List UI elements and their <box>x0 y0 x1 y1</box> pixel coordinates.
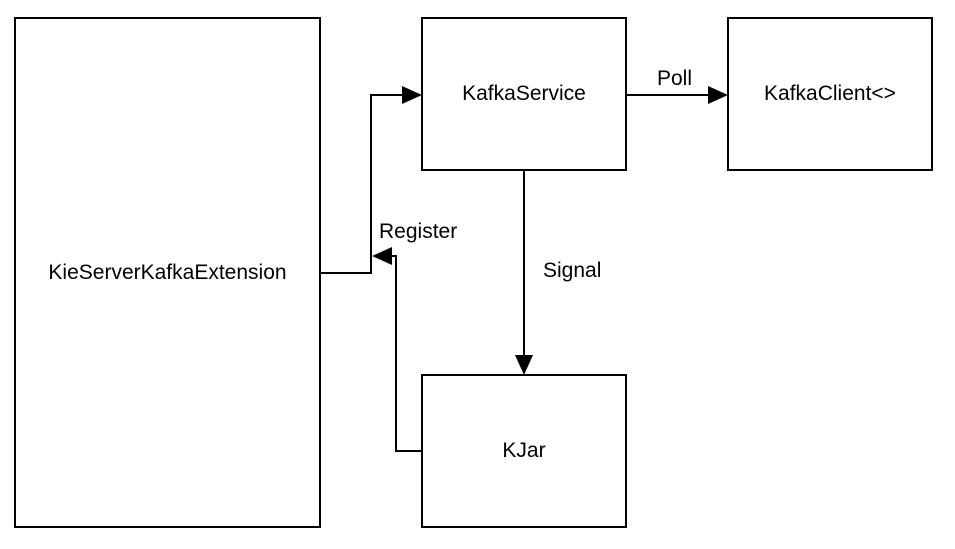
signal-arrowhead <box>515 355 533 375</box>
kjar-register-connector <box>390 255 422 452</box>
register-arrowhead-to-kafkaservice <box>402 86 422 104</box>
kafka-client-label: KafkaClient<> <box>764 82 896 105</box>
register-label: Register <box>379 220 458 243</box>
kafka-service-box: KafkaService <box>421 17 627 171</box>
kafka-client-box: KafkaClient<> <box>727 17 933 171</box>
kie-server-kafka-extension-box: KieServerKafkaExtension <box>14 17 321 528</box>
kie-server-kafka-extension-label: KieServerKafkaExtension <box>48 260 287 284</box>
poll-label: Poll <box>657 67 693 90</box>
kjar-label: KJar <box>502 439 546 462</box>
register-connector <box>321 94 404 274</box>
poll-arrowhead <box>708 86 728 104</box>
signal-label: Signal <box>543 259 602 282</box>
kafka-service-label: KafkaService <box>462 82 586 105</box>
kjar-box: KJar <box>421 374 627 528</box>
register-arrowhead-from-kjar <box>372 247 392 265</box>
